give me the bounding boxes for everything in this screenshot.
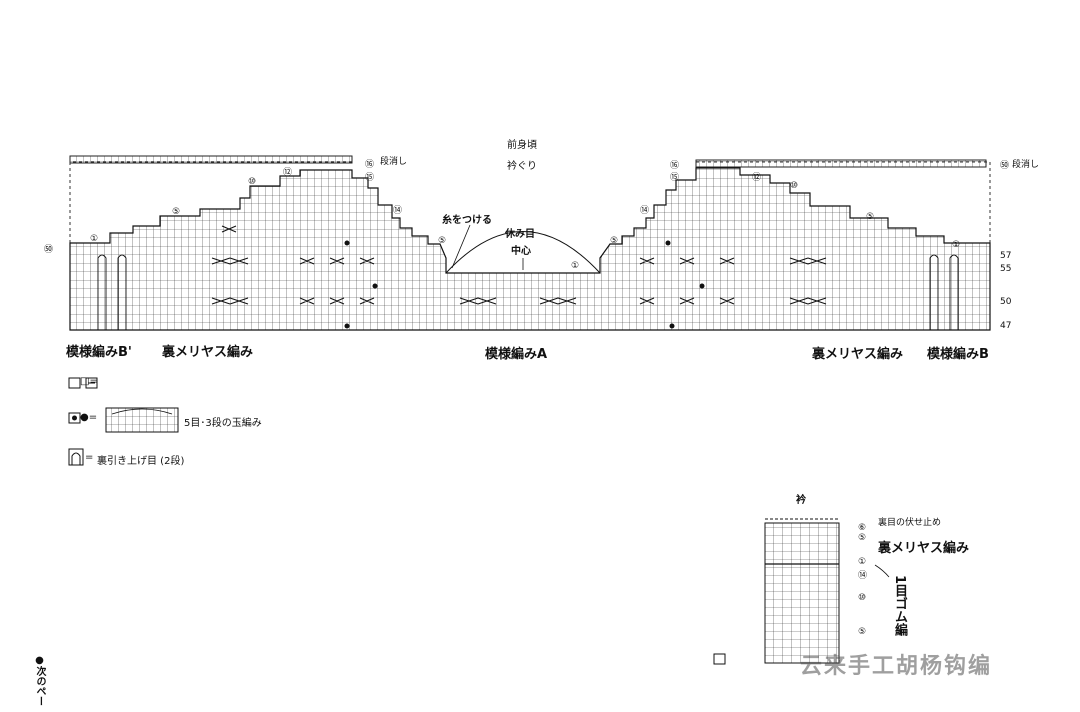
legend-purl-desc: □= <box>80 376 98 387</box>
collar-grid <box>764 522 840 664</box>
collar-row-10: ⑩ <box>858 593 867 603</box>
row-marker-16-left: ⑯ <box>365 160 375 170</box>
row-marker-58-left: ㊿ <box>44 245 54 255</box>
neckline-arc <box>445 231 601 274</box>
legend-bobble-desc: 5目･3段の玉編み <box>184 418 262 429</box>
ura-left-label: 裏メリヤス編み <box>162 345 254 360</box>
legend-slip-symbol: = <box>85 452 94 463</box>
dankeshi-right: 段消し <box>1012 160 1040 170</box>
row-marker-50: 50 <box>1000 297 1012 307</box>
bobble-marks <box>344 240 705 329</box>
watermark: 云来手工胡杨钩编 <box>800 654 993 679</box>
row-marker-5-right: ⑤ <box>866 212 875 222</box>
row-marker-1-center: ① <box>571 261 580 271</box>
collar-row-1: ① <box>858 557 867 567</box>
chushin-label: 中心 <box>511 246 531 257</box>
row-marker-1-left: ① <box>90 234 99 244</box>
row-marker-5-left: ⑤ <box>172 207 181 217</box>
ito-wo-tsukeru-label: 糸をつける <box>442 215 492 226</box>
row-marker-12-left: ⑫ <box>283 168 293 178</box>
row-marker-57: 57 <box>1000 251 1012 261</box>
collar-ura-label: 裏メリヤス編み <box>878 541 970 556</box>
ura-right-label: 裏メリヤス編み <box>812 347 904 362</box>
row-marker-15-left: ⑮ <box>365 173 375 183</box>
row-marker-15-right: ⑮ <box>670 173 680 183</box>
pattern-b-label: 模様編みB <box>927 347 989 362</box>
row-marker-10-right: ⑩ <box>790 181 799 191</box>
main-outline <box>69 167 991 331</box>
slip-stitch-marks <box>97 254 959 330</box>
collar-row-5a: ⑤ <box>858 533 867 543</box>
collar-title: 衿 <box>796 495 806 506</box>
row-marker-5b-left: ⑤ <box>438 236 447 246</box>
collar-row-5b: ⑤ <box>858 627 867 637</box>
row-marker-5b-right: ⑤ <box>610 236 619 246</box>
yasumime-label: 休み目 <box>505 229 535 240</box>
collar-row-6: ⑥ <box>858 523 867 533</box>
pattern-b-prime-label: 模様編みB' <box>66 345 132 360</box>
side-note: ●次のペー <box>34 655 45 706</box>
page-subtitle: 衿ぐり <box>507 161 537 172</box>
collar-rib-label: 1目ゴム編 <box>892 575 907 637</box>
row-marker-16-right: ⑯ <box>670 161 680 171</box>
yarn-arrow <box>451 224 471 269</box>
row-marker-12-right: ⑫ <box>752 173 762 183</box>
legend-bobble-symbol: ●= <box>80 412 98 423</box>
row-marker-58-right: ㊿ <box>1000 161 1010 171</box>
shoulder-bar-left <box>69 155 353 164</box>
shoulder-bar-right <box>695 159 987 168</box>
dankeshi-left: 段消し <box>380 157 408 167</box>
cable-marks <box>211 225 827 305</box>
collar-bind-off: 裏目の伏せ止め <box>878 518 942 528</box>
row-marker-14-right: ⑭ <box>640 206 650 216</box>
row-marker-55: 55 <box>1000 264 1012 274</box>
row-marker-14-left: ⑭ <box>393 206 403 216</box>
collar-row-14: ⑭ <box>858 571 868 581</box>
row-marker-1-right: ① <box>952 240 961 250</box>
legend-slip-desc: 裏引き上げ目 (2段) <box>97 456 185 467</box>
pattern-a-label: 模様編みA <box>485 347 548 362</box>
row-marker-47: 47 <box>1000 321 1012 331</box>
row-marker-10-left: ⑩ <box>248 177 257 187</box>
page-title: 前身頃 <box>507 140 537 151</box>
